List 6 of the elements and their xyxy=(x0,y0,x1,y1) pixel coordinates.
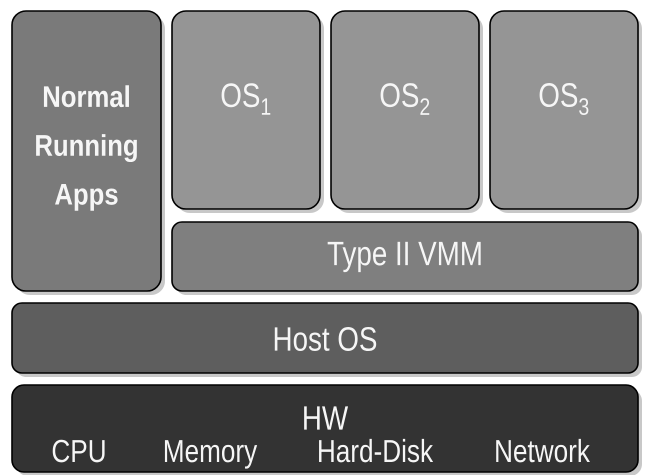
os-box: OS$_{3}$ xyxy=(489,10,642,213)
os-box: OS$_{1}$ xyxy=(171,10,324,213)
layer-box: Type II VMM xyxy=(171,221,642,295)
os-box: OS$_{2}$ xyxy=(330,10,483,213)
layer-box: Host OS xyxy=(11,302,642,377)
app-box: Normal Running Apps xyxy=(11,10,165,295)
